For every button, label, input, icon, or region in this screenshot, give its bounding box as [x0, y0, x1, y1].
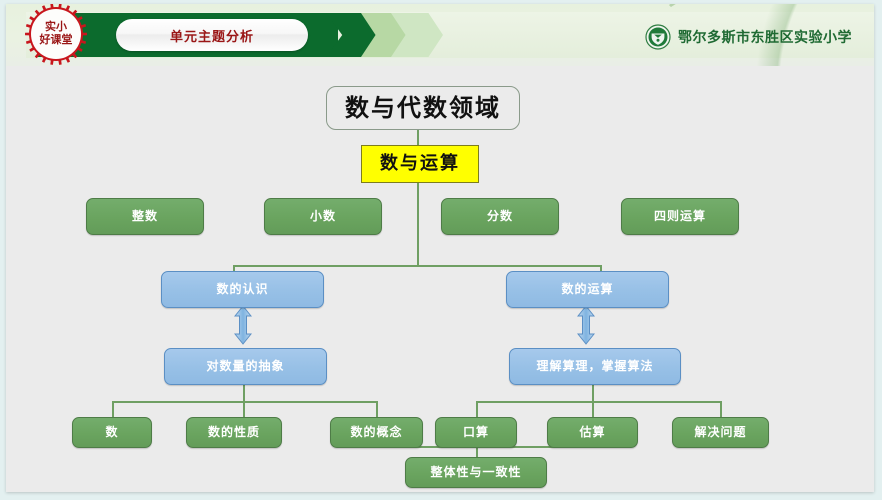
connector-leaf-shuxingzhi	[243, 401, 245, 417]
node-label: 数的运算	[561, 281, 614, 296]
school-emblem-icon	[645, 24, 671, 50]
school-identity: 鄂尔多斯市东胜区实验小学	[645, 24, 852, 50]
node-branch-number-operation[interactable]: 数的运算	[506, 271, 669, 308]
node-label: 数	[105, 424, 119, 439]
slide-canvas: 单元主题分析 实小 好课堂 鄂尔多斯市东	[6, 4, 874, 492]
node-label: 整体性与一致性	[430, 464, 522, 479]
connector-leaf-kousuan	[476, 401, 478, 417]
node-leaf-number-concept[interactable]: 数的概念	[330, 417, 423, 448]
slide-header: 单元主题分析 实小 好课堂 鄂尔多斯市东	[6, 4, 874, 66]
node-label: 分数	[486, 208, 513, 223]
node-label: 整数	[131, 208, 158, 223]
node-category-decimal[interactable]: 小数	[264, 198, 382, 235]
node-label: 解决问题	[694, 424, 747, 439]
connector-left-detail-drop	[243, 385, 245, 402]
node-label: 四则运算	[653, 208, 706, 223]
node-leaf-mental-calculation[interactable]: 口算	[435, 417, 517, 448]
node-label: 小数	[309, 208, 336, 223]
seal-line-1: 实小	[45, 20, 67, 34]
connector-leaf-shu	[112, 401, 114, 417]
connector-footer-drop	[476, 446, 478, 457]
connector-highlight-trunk-lower	[417, 184, 419, 266]
node-label: 数的认识	[216, 281, 269, 296]
node-leaf-estimation[interactable]: 估算	[547, 417, 638, 448]
node-root[interactable]: 数与代数领域	[326, 86, 520, 130]
node-leaf-problem-solving[interactable]: 解决问题	[672, 417, 769, 448]
connector-leaf-shugainian	[376, 401, 378, 417]
node-category-fraction[interactable]: 分数	[441, 198, 559, 235]
node-detail-algorithm-understanding[interactable]: 理解算理，掌握算法	[509, 348, 681, 385]
seal-line-2: 好课堂	[39, 33, 73, 46]
school-seal-badge: 实小 好课堂	[20, 4, 92, 70]
node-highlight[interactable]: 数与运算	[361, 145, 479, 183]
node-category-integer[interactable]: 整数	[86, 198, 204, 235]
node-leaf-number[interactable]: 数	[72, 417, 152, 448]
tab-unit-theme-analysis[interactable]: 单元主题分析	[116, 19, 308, 51]
connector-branch-bus	[233, 265, 601, 267]
connector-right-detail-drop	[592, 385, 594, 402]
node-label: 对数量的抽象	[206, 358, 285, 373]
node-leaf-number-property[interactable]: 数的性质	[186, 417, 282, 448]
school-name: 鄂尔多斯市东胜区实验小学	[678, 30, 852, 46]
node-root-label: 数与代数领域	[345, 93, 501, 122]
node-footer-integrity-consistency[interactable]: 整体性与一致性	[405, 457, 547, 488]
seal-text: 实小 好课堂	[31, 9, 81, 59]
connector-leaf-gusuan	[592, 401, 594, 417]
connector-right-leaf-bus	[476, 401, 721, 403]
tab-label: 单元主题分析	[169, 29, 254, 45]
node-label: 估算	[579, 424, 606, 439]
node-highlight-label: 数与运算	[380, 153, 460, 175]
connector-leaf-jiejuewenti	[720, 401, 722, 417]
connector-root-to-highlight	[417, 129, 419, 145]
node-branch-number-recognition[interactable]: 数的认识	[161, 271, 324, 308]
node-label: 数的概念	[350, 424, 403, 439]
double-arrow-right-icon	[577, 305, 595, 345]
node-label: 数的性质	[207, 424, 260, 439]
node-detail-quantity-abstraction[interactable]: 对数量的抽象	[164, 348, 327, 385]
double-arrow-left-icon	[234, 305, 252, 345]
node-label: 理解算理，掌握算法	[536, 358, 654, 373]
node-label: 口算	[462, 424, 489, 439]
node-category-four-operations[interactable]: 四则运算	[621, 198, 739, 235]
mindmap-diagram: 数与代数领域 数与运算 整数 小数 分数 四则运算 数的认识 数的运算 对数量的…	[6, 66, 874, 492]
connector-left-leaf-bus	[112, 401, 377, 403]
